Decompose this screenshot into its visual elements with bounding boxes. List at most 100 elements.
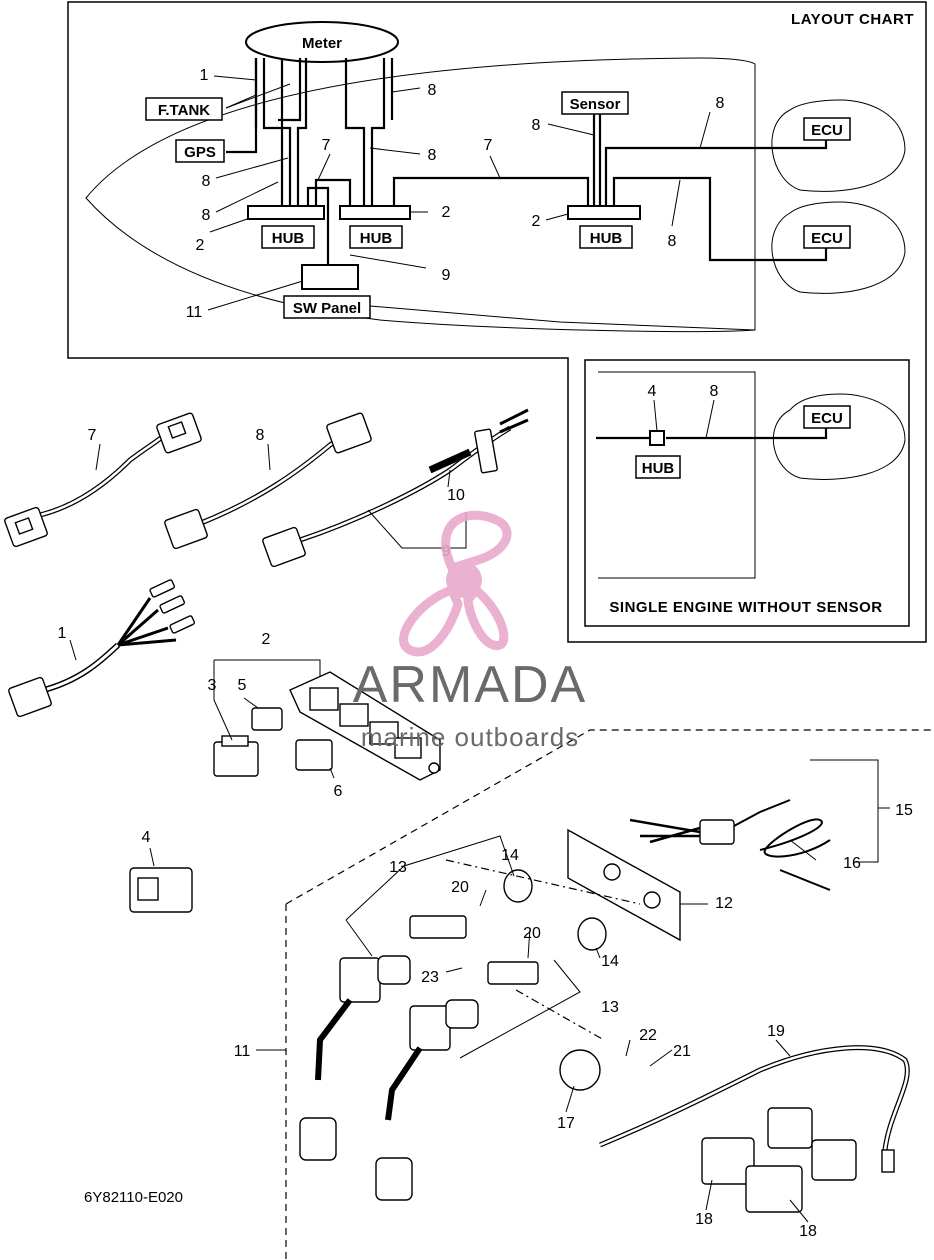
part-callout-18-a: 18 (695, 1211, 713, 1228)
ecu-label-upper: ECU (811, 122, 843, 139)
callout-8-f: 8 (716, 95, 725, 112)
propeller-logo (399, 510, 512, 657)
callout-7-b: 7 (484, 137, 493, 154)
single-engine-title: SINGLE ENGINE WITHOUT SENSOR (609, 599, 882, 616)
part-callout-10: 10 (447, 487, 465, 504)
part-callout-16: 16 (843, 855, 861, 872)
part-callout-13-b: 13 (601, 999, 619, 1016)
callout-8-d: 8 (202, 207, 211, 224)
callout-9: 9 (442, 267, 451, 284)
part-15-stop-switch (629, 799, 831, 891)
part-callout-23: 23 (421, 969, 439, 986)
single-ecu-label: ECU (811, 410, 843, 427)
drawing-code: 6Y82110-E020 (84, 1189, 183, 1206)
part-callout-12: 12 (715, 895, 733, 912)
part-12-hole-b (643, 891, 661, 909)
part-callout-20-b: 20 (523, 925, 541, 942)
part-callout-8: 8 (256, 427, 265, 444)
part-callout-7: 7 (88, 427, 97, 444)
part-callout-11: 11 (234, 1043, 251, 1060)
cable-runs (226, 58, 828, 265)
callout-7-a: 7 (322, 137, 331, 154)
callout-8-b: 8 (428, 147, 437, 164)
hub-label-2: HUB (360, 230, 393, 247)
watermark-tagline: marine outboards (361, 722, 579, 752)
part-18-relay-b (745, 1165, 803, 1213)
boat-hull-outline (85, 57, 756, 333)
parts-illustrations (4, 408, 910, 1213)
part-17-buzzer (559, 1049, 601, 1091)
callout-8-g: 8 (668, 233, 677, 250)
part-13-key-switch-upper (299, 955, 411, 1161)
hub-label-3: HUB (590, 230, 623, 247)
part-callout-22: 22 (639, 1027, 657, 1044)
ftank-box (145, 97, 223, 121)
hub-label-box-3 (579, 225, 633, 249)
ecu-box-upper (803, 117, 851, 141)
single-engine-hull (598, 371, 756, 579)
hub-label-box-2 (349, 225, 403, 249)
callout-2-b: 2 (532, 213, 541, 230)
callout-8-c: 8 (202, 173, 211, 190)
meter-label: Meter (302, 35, 342, 52)
part-callout-1: 1 (58, 625, 67, 642)
part-7-harness (4, 412, 202, 548)
hub-label-1: HUB (272, 230, 305, 247)
callout-11: 11 (186, 304, 203, 321)
part-3-terminal (213, 741, 259, 777)
single-hub-label: HUB (642, 460, 675, 477)
hub-bar-3 (567, 205, 641, 220)
part-8-harness (164, 412, 372, 550)
callout-2-c: 2 (196, 237, 205, 254)
part-3-tab (221, 735, 249, 747)
part-callout-20-a: 20 (451, 879, 469, 896)
layout-chart-frame (67, 1, 927, 643)
callout-1: 1 (200, 67, 209, 84)
engine-outline-lower (771, 201, 906, 294)
part-18-relay-a (701, 1137, 755, 1185)
part-callout-13-a: 13 (389, 859, 407, 876)
part-12-panel (567, 828, 681, 942)
part-6-cap (295, 739, 333, 771)
ecu-label-lower: ECU (811, 230, 843, 247)
layout-chart-labels: LAYOUT CHART Meter F.TANK GPS Sensor HUB… (145, 11, 914, 321)
single-engine-engine-outline (772, 393, 906, 480)
sw-panel-label-box (283, 295, 371, 319)
part-callout-15: 15 (895, 802, 913, 819)
part-callout-4: 4 (142, 829, 151, 846)
part-callout-17: 17 (557, 1115, 575, 1132)
single-engine-labels: ECU HUB 4 8 SINGLE ENGINE WITHOUT SENSOR (609, 383, 882, 616)
part-9-harness (262, 408, 529, 568)
part-callout-6: 6 (334, 783, 343, 800)
callout-8-e: 8 (532, 117, 541, 134)
single-ecu-box (803, 405, 851, 429)
watermark-brand: ARMADA (353, 656, 587, 714)
hub-label-box-1 (261, 225, 315, 249)
part-callout-18-b: 18 (799, 1223, 817, 1240)
armada-watermark: ARMADA marine outboards (353, 510, 587, 752)
ecu-box-lower (803, 225, 851, 249)
ftank-label: F.TANK (158, 102, 210, 119)
single-callout-4: 4 (648, 383, 657, 400)
part-4-socket (137, 877, 159, 901)
engine-outline-upper (771, 99, 906, 192)
single-engine-chart (584, 359, 910, 627)
gps-box (175, 139, 225, 163)
part-callout-14-b: 14 (601, 953, 619, 970)
part-callout-2: 2 (262, 631, 271, 648)
part-callout-21: 21 (673, 1043, 691, 1060)
part-5-cap (251, 707, 283, 731)
part-20-bracket-upper (409, 915, 467, 939)
part-2-hub (289, 671, 441, 781)
sensor-box (561, 91, 629, 115)
parts-leader-lines (69, 443, 890, 1223)
sw-panel-box (301, 264, 359, 290)
part-19-harness (599, 1045, 910, 1213)
part-callout-14-a: 14 (501, 847, 519, 864)
layout-chart-title: LAYOUT CHART (791, 11, 914, 28)
part-14-nut-upper (503, 869, 533, 903)
part-1-harness (8, 579, 196, 718)
single-callout-8: 8 (710, 383, 719, 400)
part-12-hole-a (603, 863, 621, 881)
